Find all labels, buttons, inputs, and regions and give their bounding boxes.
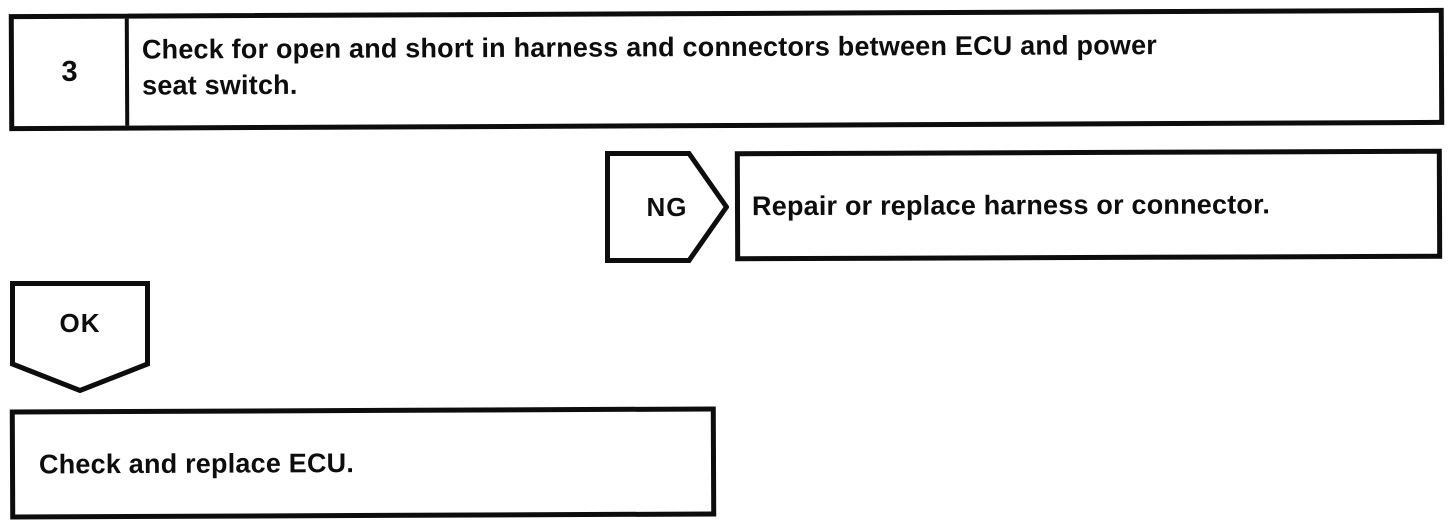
step-box: 3 Check for open and short in harness an… [8, 7, 1445, 132]
step-number-cell: 3 [13, 18, 130, 127]
ok-result-box: Check and replace ECU. [9, 406, 717, 520]
ok-connector: OK [10, 281, 150, 393]
ok-pentagon-down-icon [10, 281, 150, 393]
step-number: 3 [61, 55, 78, 88]
ng-pentagon-right-icon [605, 151, 729, 263]
ng-result-box: Repair or replace harness or connector. [734, 148, 1443, 262]
ng-result-text: Repair or replace harness or connector. [751, 188, 1271, 221]
ng-connector: NG [605, 151, 729, 263]
ok-connector-label: OK [59, 308, 101, 338]
step-instruction-line-1: Check for open and short in harness and … [141, 30, 1158, 65]
step-instruction: Check for open and short in harness and … [129, 14, 1168, 126]
ng-connector-label: NG [646, 191, 688, 222]
step-instruction-line-2: seat switch. [141, 69, 298, 101]
ok-result-text: Check and replace ECU. [38, 447, 355, 479]
